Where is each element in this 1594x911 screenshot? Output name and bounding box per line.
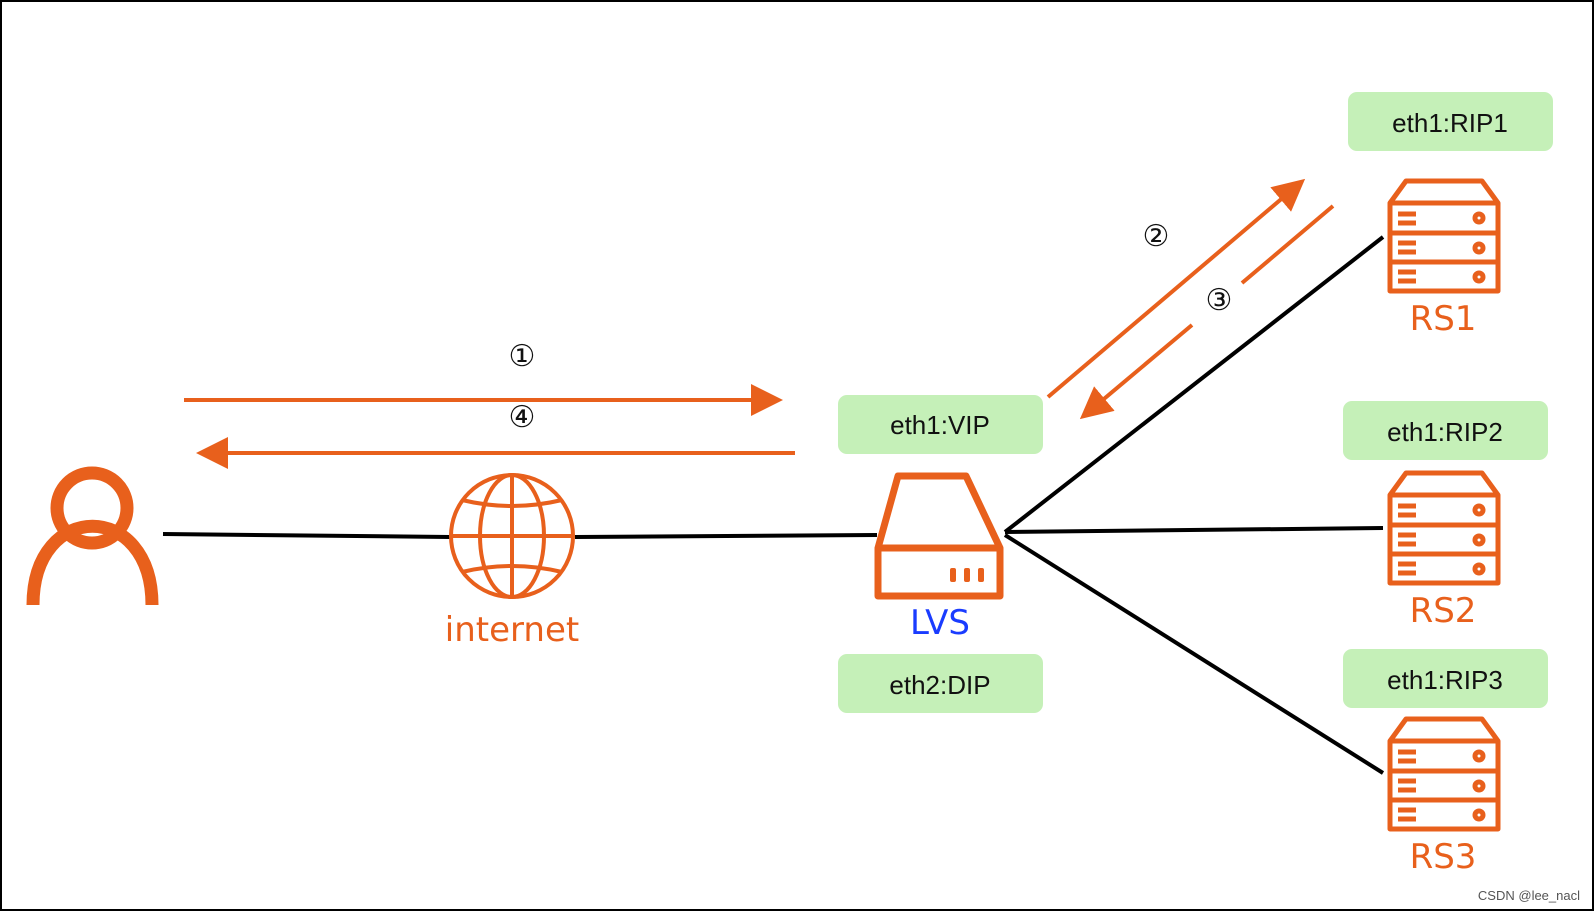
- link-lvs-rs2: [1004, 526, 1384, 534]
- server-icon: [1387, 178, 1501, 294]
- rs3-rip-badge: eth1:RIP3: [1343, 649, 1548, 708]
- arrow-step3-segment-a: [1240, 204, 1335, 285]
- rs3-label: RS3: [1410, 837, 1477, 877]
- rs1-rip-badge: eth1:RIP1: [1348, 92, 1553, 151]
- lvs-label: LVS: [910, 603, 970, 643]
- step-2-marker: ②: [1143, 219, 1170, 254]
- link-client-internet: [162, 532, 451, 539]
- arrow-step3-return: [1079, 323, 1194, 420]
- user-icon: [26, 466, 159, 606]
- watermark: CSDN @lee_nacl: [1478, 888, 1580, 903]
- rs2-label: RS2: [1410, 591, 1477, 631]
- lvs-dip-label: eth2:DIP: [889, 670, 990, 700]
- rs2-rip-label: eth1:RIP2: [1387, 417, 1503, 447]
- step-1-marker: ①: [509, 339, 536, 374]
- lvs-dip-badge: eth2:DIP: [838, 654, 1043, 713]
- lvs-vip-label: eth1:VIP: [890, 410, 990, 440]
- internet-label: internet: [445, 610, 579, 650]
- step-4-marker: ④: [509, 400, 536, 435]
- server-icon: [1387, 470, 1501, 586]
- rs1-label: RS1: [1410, 299, 1477, 339]
- step-3-marker: ③: [1206, 283, 1233, 318]
- link-internet-lvs: [574, 533, 878, 539]
- network-links: [162, 235, 1385, 775]
- rs1-rip-label: eth1:RIP1: [1392, 108, 1508, 138]
- rs3-rip-label: eth1:RIP3: [1387, 665, 1503, 695]
- link-lvs-rs3: [1003, 533, 1385, 775]
- server-icon: [1387, 716, 1501, 832]
- flow-arrows: [184, 178, 1335, 469]
- lvs-vip-badge: eth1:VIP: [838, 395, 1043, 454]
- arrow-step2-forward: [1046, 178, 1306, 399]
- rs2-rip-badge: eth1:RIP2: [1343, 401, 1548, 460]
- load-balancer-icon: [874, 472, 1004, 600]
- link-lvs-rs1: [1003, 235, 1385, 534]
- globe-icon: [449, 473, 575, 599]
